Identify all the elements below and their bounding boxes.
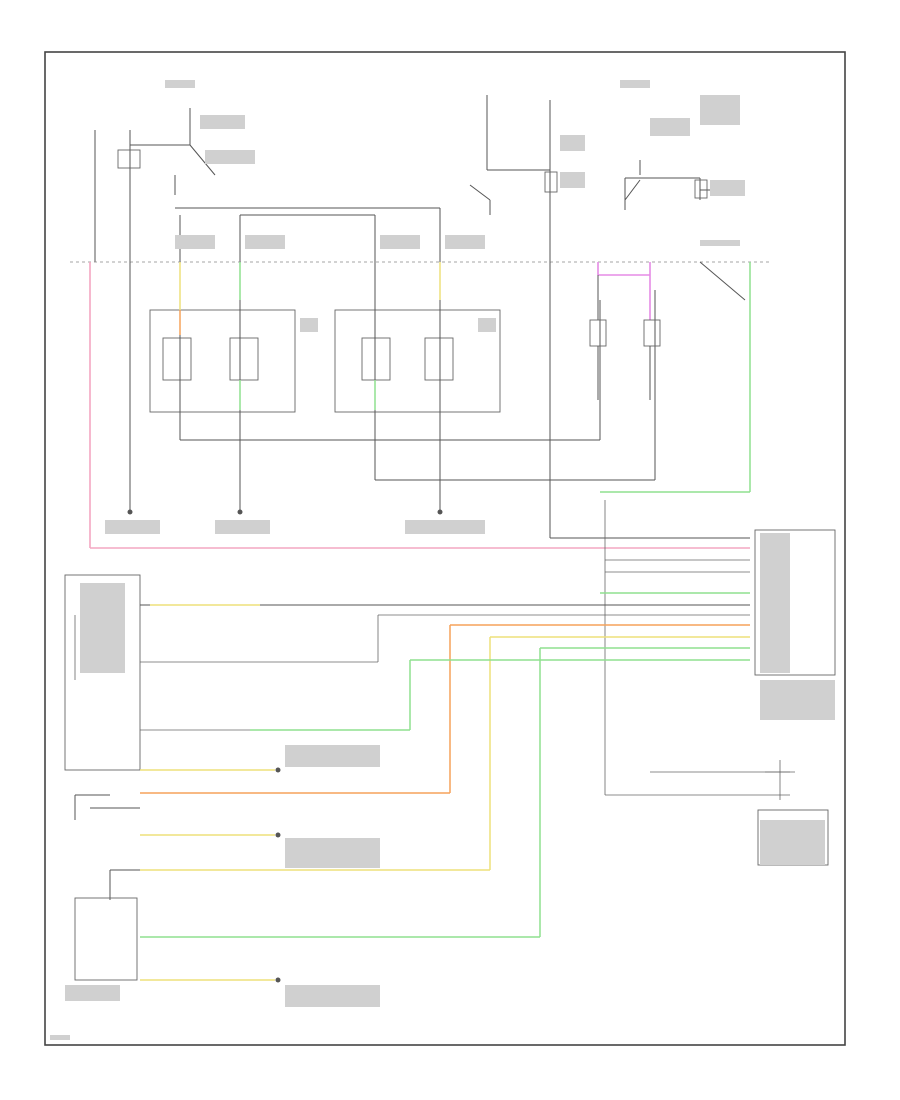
diagram-frame [44, 51, 846, 1046]
center-lamp-group [334, 262, 656, 510]
control-module [64, 574, 141, 771]
stub-connectors [140, 767, 281, 983]
ground-drops [127, 262, 443, 515]
lower-left-switches [74, 794, 140, 981]
left-lamp-group [149, 262, 601, 510]
top-center-relay [469, 95, 558, 262]
signal-wires [140, 592, 750, 938]
right-lamp-group [589, 261, 746, 400]
top-left-feed [94, 108, 441, 262]
main-harness [89, 262, 836, 795]
label-clusters [50, 80, 835, 1040]
